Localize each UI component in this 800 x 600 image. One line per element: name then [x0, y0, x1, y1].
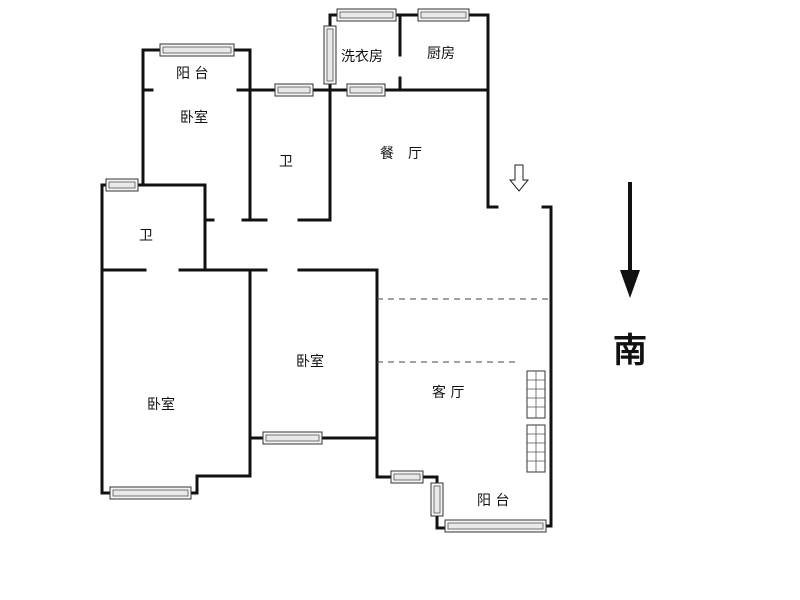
room-label-bedroom-middle: 卧室	[296, 353, 324, 370]
room-labels: 阳 台 卧室 卫 洗衣房 厨房 餐 厅 卫 卧室 卧室 客 厅 阳 台	[139, 46, 509, 509]
room-label-living: 客 厅	[432, 384, 464, 401]
wall-middle-top-right	[297, 268, 379, 479]
room-label-bath-west: 卫	[139, 228, 153, 244]
stair-fixture-lower	[526, 424, 546, 473]
room-label-kitchen: 厨房	[427, 46, 455, 62]
window-balcony-south	[444, 519, 547, 533]
room-label-balcony-south: 阳 台	[477, 493, 509, 509]
compass-label: 南	[613, 331, 647, 371]
room-label-bedroom-master: 卧室	[147, 396, 175, 413]
wall-dining-east	[486, 88, 499, 209]
window-west-bath	[105, 178, 139, 192]
window-corridor-right	[346, 83, 386, 97]
window-corridor-left	[274, 83, 314, 97]
window-master-bedroom	[109, 486, 192, 500]
entrance-arrow-icon	[508, 164, 530, 192]
room-label-dining: 餐 厅	[380, 146, 422, 162]
room-label-laundry: 洗衣房	[341, 49, 383, 65]
stair-fixture-upper	[526, 370, 546, 419]
window-middle-bedroom	[262, 431, 323, 445]
stair-fixtures	[526, 370, 546, 473]
zone-lines	[377, 298, 551, 363]
window-laundry-west	[323, 25, 337, 85]
south-arrow-icon	[620, 182, 640, 298]
wall-master-bedroom	[100, 268, 112, 495]
wall-master-bedroom-se	[188, 268, 252, 495]
walls	[100, 13, 553, 530]
windows	[105, 8, 547, 533]
room-label-bath-center: 卫	[279, 154, 293, 170]
room-label-balcony-north: 阳 台	[176, 66, 208, 82]
room-label-bedroom-north: 卧室	[180, 109, 208, 126]
window-balcony-south-west	[430, 482, 444, 517]
window-kitchen-north	[417, 8, 470, 22]
window-balcony-north	[159, 43, 235, 57]
wall-east	[541, 205, 553, 528]
window-living-south	[390, 470, 424, 484]
wall-bath-west	[100, 183, 207, 272]
window-laundry-north	[336, 8, 397, 22]
